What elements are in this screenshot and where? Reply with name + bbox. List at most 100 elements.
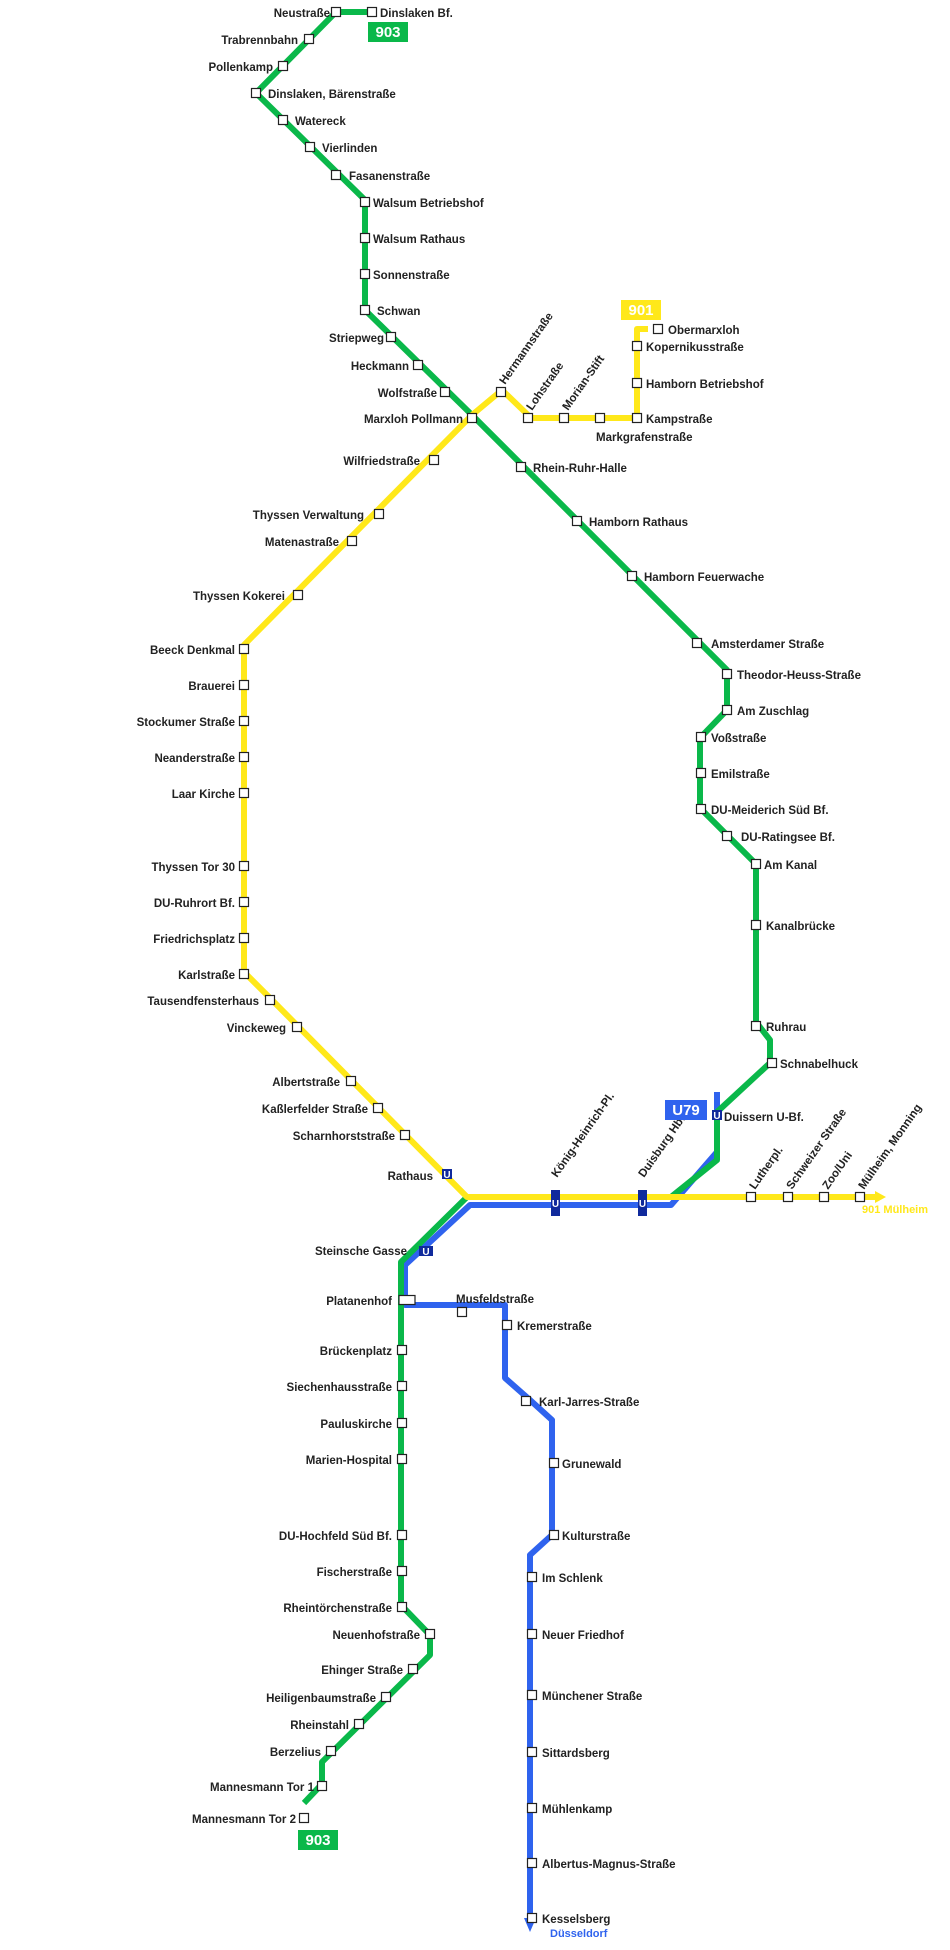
station-marker-hermannstrasse[interactable] [495, 386, 507, 398]
station-marker-dinslaken-bf[interactable] [366, 6, 378, 18]
station-label-lutherpl: Lutherpl. [748, 1145, 786, 1192]
station-marker-muelheim-monning[interactable] [854, 1191, 866, 1203]
station-marker-laar-kirche[interactable] [238, 787, 250, 799]
station-marker-brauerei[interactable] [238, 679, 250, 691]
station-marker-pauluskirche[interactable] [396, 1417, 408, 1429]
station-marker-brueckenplatz[interactable] [396, 1344, 408, 1356]
station-marker-thyssen-kokerei[interactable] [292, 589, 304, 601]
station-marker-grunewald[interactable] [548, 1457, 560, 1469]
station-marker-fischerstrasse[interactable] [396, 1565, 408, 1577]
station-marker-morian-stift[interactable] [558, 412, 570, 424]
station-marker-wolfstrasse[interactable] [439, 386, 451, 398]
ubahn-marker-duisburg-hbf[interactable] [638, 1190, 647, 1216]
station-marker-neustrasse[interactable] [330, 6, 342, 18]
station-label-muenchener-strasse: Münchener Straße [542, 1691, 642, 1703]
station-marker-walsum-rathaus[interactable] [359, 232, 371, 244]
station-marker-ehinger-strasse[interactable] [407, 1663, 419, 1675]
station-marker-thyssen-tor-30[interactable] [238, 860, 250, 872]
ubahn-marker-steinsche-gasse[interactable] [419, 1246, 433, 1256]
station-marker-zoo-uni[interactable] [818, 1191, 830, 1203]
station-marker-watereck[interactable] [277, 114, 289, 126]
station-marker-schweizer-strasse[interactable] [782, 1191, 794, 1203]
station-marker-kampstrasse[interactable] [631, 412, 643, 424]
station-marker-vinckeweg[interactable] [291, 1021, 303, 1033]
station-label-rathaus: Rathaus [388, 1171, 433, 1183]
station-label-stockumer-strasse: Stockumer Straße [137, 717, 235, 729]
station-marker-pollenkamp[interactable] [277, 60, 289, 72]
station-marker-friedrichsplatz[interactable] [238, 932, 250, 944]
station-marker-albertus-magnus-strasse[interactable] [526, 1857, 538, 1869]
station-marker-schnabelhuck[interactable] [766, 1057, 778, 1069]
station-marker-kopernikusstrasse[interactable] [631, 340, 643, 352]
station-marker-thyssen-verwaltung[interactable] [373, 508, 385, 520]
station-marker-platanenhof[interactable] [398, 1294, 416, 1306]
station-marker-neuer-friedhof[interactable] [526, 1628, 538, 1640]
station-marker-emilstrasse[interactable] [695, 767, 707, 779]
station-marker-matenastrasse[interactable] [346, 535, 358, 547]
station-marker-kesselsberg[interactable] [526, 1912, 538, 1924]
station-marker-karl-jarres-strasse[interactable] [520, 1395, 532, 1407]
station-marker-kremerstrasse[interactable] [501, 1319, 513, 1331]
station-marker-trabrennbahn[interactable] [303, 33, 315, 45]
station-marker-rheintoerchenstrasse[interactable] [396, 1601, 408, 1613]
station-marker-striepweg[interactable] [385, 331, 397, 343]
station-marker-vierlinden[interactable] [304, 141, 316, 153]
station-marker-kulturstrasse[interactable] [548, 1529, 560, 1541]
station-marker-du-hochfeld-sued-bf[interactable] [396, 1529, 408, 1541]
station-marker-tausendfensterhaus[interactable] [264, 994, 276, 1006]
station-marker-muenchener-strasse[interactable] [526, 1689, 538, 1701]
station-marker-kanalbruecke[interactable] [750, 919, 762, 931]
station-marker-mannesmann-tor-1[interactable] [316, 1780, 328, 1792]
station-marker-marien-hospital[interactable] [396, 1453, 408, 1465]
ubahn-symbol-rathaus: U [443, 1170, 450, 1181]
station-marker-siechenhausstrasse[interactable] [396, 1380, 408, 1392]
station-marker-am-kanal[interactable] [750, 858, 762, 870]
station-marker-muehlenkamp[interactable] [526, 1802, 538, 1814]
station-marker-obermarxloh[interactable] [652, 323, 664, 335]
station-marker-beeck-denkmal[interactable] [238, 643, 250, 655]
station-marker-hamborn-feuerwache[interactable] [626, 570, 638, 582]
station-marker-lutherpl[interactable] [745, 1191, 757, 1203]
station-label-am-zuschlag: Am Zuschlag [737, 706, 809, 718]
station-marker-markgrafenstrasse[interactable] [594, 412, 606, 424]
station-marker-hamborn-betriebshof[interactable] [631, 377, 643, 389]
station-marker-du-ruhrort-bf[interactable] [238, 896, 250, 908]
station-marker-karlstrasse[interactable] [238, 968, 250, 980]
station-marker-theodor-heuss-strasse[interactable] [721, 668, 733, 680]
station-marker-mannesmann-tor-2[interactable] [298, 1812, 310, 1824]
station-marker-walsum-betriebshof[interactable] [359, 196, 371, 208]
station-label-mannesmann-tor-2: Mannesmann Tor 2 [192, 1814, 296, 1826]
station-marker-rheinstahl[interactable] [353, 1718, 365, 1730]
station-label-thyssen-verwaltung: Thyssen Verwaltung [253, 510, 364, 522]
station-marker-im-schlenk[interactable] [526, 1571, 538, 1583]
station-marker-du-meiderich-sued-bf[interactable] [695, 803, 707, 815]
station-marker-schwan[interactable] [359, 304, 371, 316]
station-marker-fasanenstrasse[interactable] [330, 169, 342, 181]
station-marker-berzelius[interactable] [325, 1745, 337, 1757]
station-marker-neuenhofstrasse[interactable] [424, 1628, 436, 1640]
ubahn-marker-duissern-u-bf[interactable] [712, 1110, 722, 1120]
station-marker-am-zuschlag[interactable] [721, 704, 733, 716]
station-marker-sittardsberg[interactable] [526, 1746, 538, 1758]
station-marker-heckmann[interactable] [412, 359, 424, 371]
station-marker-rhein-ruhr-halle[interactable] [515, 461, 527, 473]
station-marker-amsterdamer-strasse[interactable] [691, 637, 703, 649]
station-marker-vossstrasse[interactable] [695, 731, 707, 743]
ubahn-marker-koenig-heinrich-pl[interactable] [551, 1190, 560, 1216]
station-marker-sonnenstrasse[interactable] [359, 268, 371, 280]
station-marker-musfeldstrasse[interactable] [456, 1306, 468, 1318]
station-marker-lohstrasse[interactable] [522, 412, 534, 424]
station-marker-albertstrasse[interactable] [345, 1075, 357, 1087]
station-marker-du-ratingsee-bf[interactable] [721, 830, 733, 842]
station-marker-dinslaken-baerenstrasse[interactable] [250, 87, 262, 99]
station-marker-stockumer-strasse[interactable] [238, 715, 250, 727]
ubahn-marker-rathaus[interactable] [442, 1169, 452, 1179]
station-marker-neanderstrasse[interactable] [238, 751, 250, 763]
station-marker-ruhrau[interactable] [750, 1020, 762, 1032]
station-marker-kasslerfelder-strasse[interactable] [372, 1102, 384, 1114]
station-marker-scharnhorststrasse[interactable] [399, 1129, 411, 1141]
station-marker-wilfriedstrasse[interactable] [428, 454, 440, 466]
station-marker-heiligenbaumstrasse[interactable] [380, 1691, 392, 1703]
station-marker-marxloh-pollmann[interactable] [466, 412, 478, 424]
station-marker-hamborn-rathaus[interactable] [571, 515, 583, 527]
